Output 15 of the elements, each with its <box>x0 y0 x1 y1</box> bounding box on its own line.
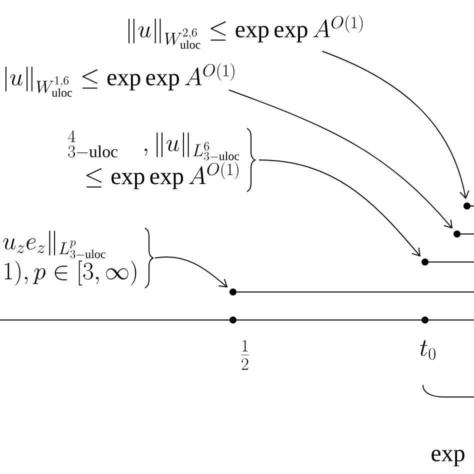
formula-text: ${}^{4}_{3-\mathrm{uloc}}\quad, \|u\|_{L^6_{3-\mathrm{uloc}}}$ $\le \exp\exp A^{O(1)}$ <box>68 130 240 190</box>
formula-text: $\|u\|_{W^{2,6}_{\mathrm{uloc}}} \le \exp\exp A^{O(1)}$ <box>128 15 363 49</box>
arrow <box>228 90 452 229</box>
axis-label: $t_0$ <box>420 340 436 360</box>
endpoint-dot <box>422 258 428 266</box>
arrow <box>154 256 228 288</box>
formula-text: $|u\|_{W^{1,6}_{\mathrm{uloc}}} \le \exp\exp A^{O(1)}$ <box>5 63 234 97</box>
endpoint-dot <box>230 288 236 296</box>
arrow <box>322 50 470 200</box>
arrow <box>258 160 420 257</box>
axis-label: $\frac{1}{2}$ <box>241 340 249 370</box>
axis-label: $\exp$ <box>432 450 464 466</box>
formula-text: $u_z e_z\|_{L^p_{3-\mathrm{uloc}}}$ $1), p\in[3,\infty)$ <box>3 230 136 286</box>
endpoint-dot <box>454 230 460 238</box>
endpoint-dot <box>464 202 470 210</box>
